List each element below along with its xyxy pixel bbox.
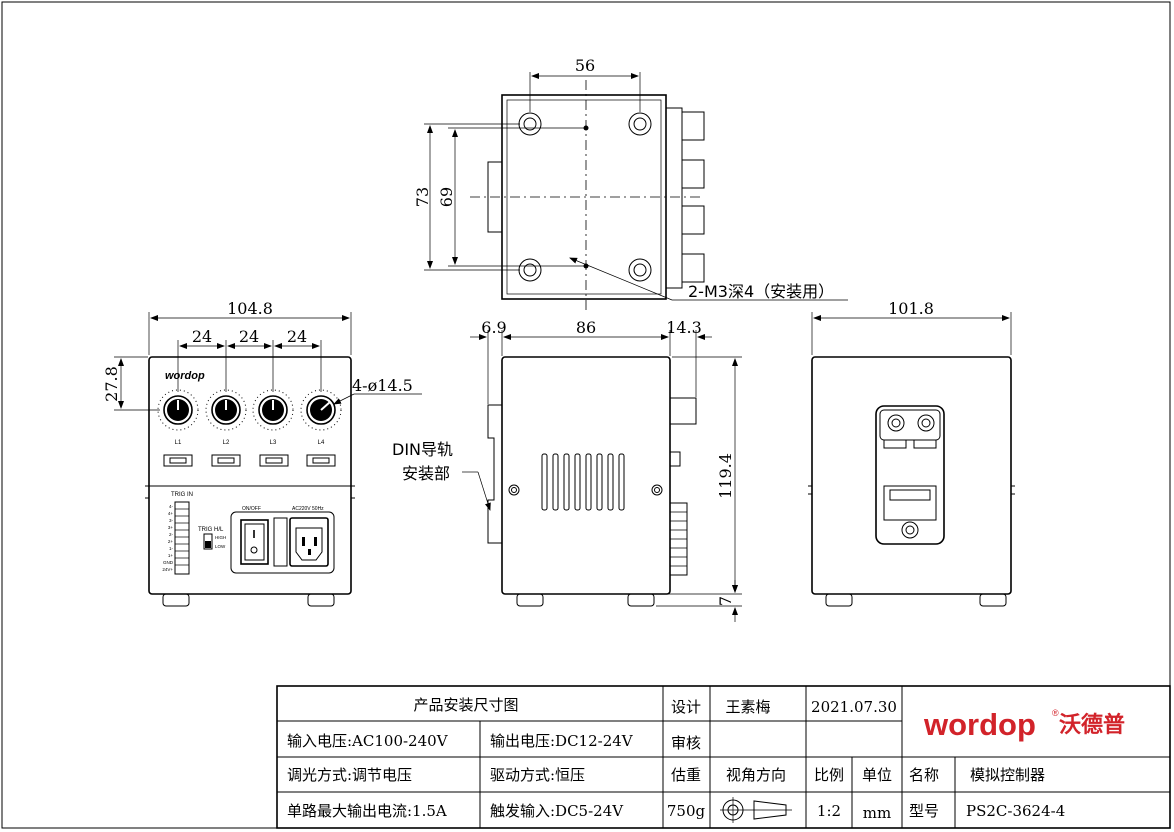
tb-model-label: 型号	[909, 802, 939, 820]
tb-unit-value: mm	[863, 804, 891, 822]
tb-scale-value: 1:2	[817, 802, 841, 820]
tb-title: 产品安装尺寸图	[413, 696, 518, 714]
vent-slots	[541, 453, 625, 511]
knob	[205, 389, 247, 431]
dim-24-b: 24	[239, 327, 259, 346]
ac-label: AC220V 50Hz	[292, 506, 324, 512]
din-note-line2: 安装部	[402, 464, 450, 483]
terminal-label: 24V+	[162, 567, 173, 572]
tb-model-value: PS2C-3624-4	[966, 802, 1065, 820]
tb-name-value: 模拟控制器	[970, 766, 1045, 784]
din-clip	[875, 405, 945, 545]
tb-unit-label: 单位	[862, 766, 892, 784]
front-view: wordop L1 L2 L3 L4 TRIG IN	[102, 299, 422, 607]
ac-inlet	[289, 517, 329, 567]
tb-dimming: 调光方式:调节电压	[287, 766, 412, 784]
back-foot	[825, 593, 853, 607]
trig-hl-label: TRIG H/L	[198, 527, 224, 533]
dim-24-c: 24	[287, 327, 307, 346]
tb-output-voltage: 输出电压:DC12-24V	[490, 732, 634, 750]
dim-101-8: 101.8	[888, 299, 934, 318]
trig-terminal-block	[174, 501, 190, 575]
tb-input-voltage: 输入电压:AC100-240V	[287, 732, 449, 750]
dim-56: 56	[575, 56, 595, 75]
terminal-label: 2+	[168, 539, 174, 544]
tb-designer: 王素梅	[725, 698, 770, 716]
side-foot	[627, 593, 655, 607]
tb-weight-label: 估重	[671, 766, 701, 784]
high-low-switch	[203, 533, 213, 550]
tb-max-current: 单路最大输出电流:1.5A	[287, 802, 447, 820]
terminal-label: 3-	[169, 518, 174, 523]
high-label: HIGH	[215, 535, 226, 540]
side-foot	[516, 593, 544, 607]
dim-7: 7	[716, 596, 735, 606]
terminal-label: GND	[163, 560, 174, 565]
tb-view-label: 视角方向	[726, 766, 786, 784]
tb-scale-label: 比例	[814, 766, 844, 784]
knob	[157, 389, 199, 431]
projection-symbol-icon	[720, 797, 792, 823]
tb-design-label: 设计	[671, 698, 701, 716]
tb-trigger-input: 触发输入:DC5-24V	[490, 802, 624, 820]
dim-6-9: 6.9	[481, 318, 506, 337]
dim-14-3: 14.3	[666, 318, 702, 337]
tb-weight-value: 750g	[667, 802, 706, 820]
back-foot	[979, 593, 1007, 607]
output-connector	[163, 454, 336, 467]
knob-label-l1: L1	[175, 440, 182, 446]
front-foot	[162, 593, 190, 607]
mount-hole-note: 2-M3深4（安装用）	[688, 282, 834, 301]
power-panel	[230, 511, 335, 574]
dim-27-8: 27.8	[102, 366, 121, 402]
terminal-label: 2-	[169, 532, 174, 537]
dim-knob-diameter: 4-ø14.5	[352, 376, 413, 395]
title-block: 产品安装尺寸图 设计 王素梅 2021.07.30 输入电压:AC100-240…	[276, 685, 1171, 829]
tb-review-label: 审核	[671, 734, 701, 752]
knob-label-l2: L2	[223, 440, 230, 446]
tb-name-label: 名称	[909, 766, 939, 784]
front-foot	[307, 593, 335, 607]
low-label: LOW	[215, 544, 226, 549]
knob	[300, 389, 342, 431]
dim-24-a: 24	[192, 327, 212, 346]
brand-logo-cn: 沃德普	[1059, 712, 1125, 738]
dim-69: 69	[437, 187, 456, 207]
on-off-label: ON/OFF	[242, 506, 261, 512]
knob-label-l4: L4	[318, 440, 325, 446]
back-view: 101.8	[808, 299, 1015, 607]
top-view: 56 73 69 2-M3深4（安装用）	[413, 56, 848, 310]
fuse-holder	[273, 517, 288, 567]
side-view: 6.9 86 14.3 119.4 7 DIN导轨 安装部	[392, 318, 742, 622]
terminal-label: 4+	[168, 511, 174, 516]
terminal-label: 3+	[168, 525, 174, 530]
brand-reg-mark: ®	[1052, 708, 1059, 718]
power-switch	[240, 519, 269, 565]
knob	[252, 389, 294, 431]
dim-104-8: 104.8	[227, 299, 273, 318]
side-knob	[669, 397, 697, 425]
tb-driving: 驱动方式:恒压	[490, 766, 585, 784]
tb-date: 2021.07.30	[811, 698, 897, 716]
dim-86: 86	[576, 318, 596, 337]
terminal-label: 4-	[169, 504, 174, 509]
brand-logo-en: wordop	[923, 707, 1036, 742]
terminal-label: 1+	[168, 553, 174, 558]
dim-73: 73	[413, 187, 432, 207]
terminal-label: 1-	[169, 546, 174, 551]
dim-119-4: 119.4	[716, 453, 735, 499]
trig-in-label: TRIG IN	[171, 492, 193, 498]
din-note-line1: DIN导轨	[392, 440, 453, 459]
knob-label-l3: L3	[270, 440, 277, 446]
front-logo: wordop	[165, 370, 205, 382]
